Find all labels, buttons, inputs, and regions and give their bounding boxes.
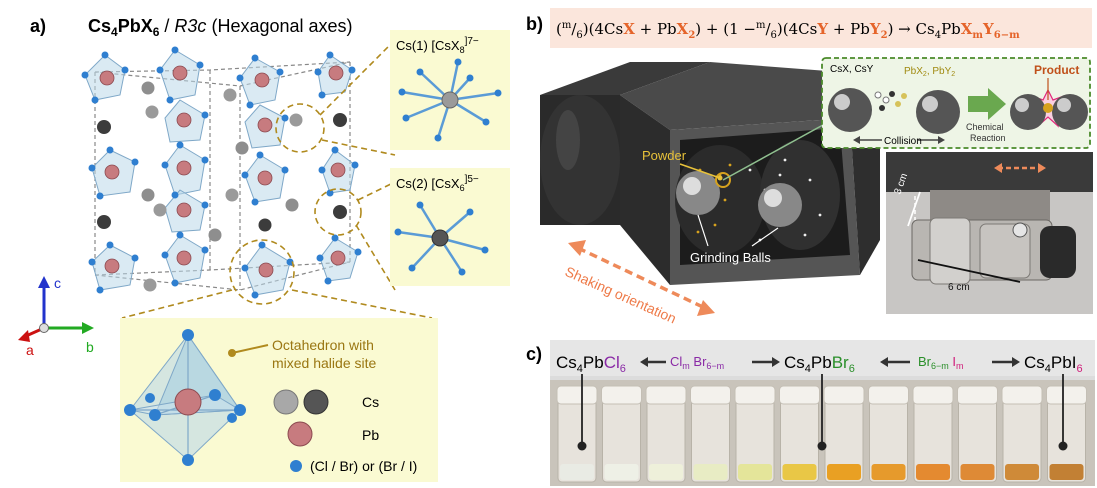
octahedron-inset: Octahedron with mixed halide site Cs Pb … bbox=[120, 318, 438, 482]
collision-label: Collision bbox=[884, 136, 922, 147]
halide-atoms bbox=[81, 46, 362, 299]
vial-cap bbox=[1001, 385, 1043, 405]
vial-cap bbox=[556, 385, 598, 405]
axis-c-label: c bbox=[54, 275, 61, 291]
legend-cs: Cs bbox=[362, 394, 379, 410]
panel-b-label: b) bbox=[526, 14, 543, 34]
vial-powder bbox=[782, 464, 817, 480]
chem-label-1: Chemical bbox=[966, 122, 1004, 132]
grinding-ball-left bbox=[676, 171, 720, 215]
reactant-csx-label: CsX, CsY bbox=[830, 64, 874, 75]
octa-label-line1: Octahedron with bbox=[272, 337, 374, 353]
vial-powder bbox=[960, 464, 995, 480]
equation: (m/6)(4CsX + PbX2) + (1 −m/6)(4CsY + PbY… bbox=[556, 20, 1020, 41]
pb-atoms bbox=[99, 65, 346, 278]
vial-cap bbox=[823, 385, 865, 405]
panel-c: c) Cs4PbCl6 Clm Br6−m Cs4PbBr6 Br6−m Im … bbox=[520, 338, 1097, 488]
vial-cap bbox=[645, 385, 687, 405]
vial-cap bbox=[957, 385, 998, 405]
cs-atoms bbox=[97, 81, 347, 292]
vial-row bbox=[556, 385, 1087, 483]
vial-cap bbox=[690, 385, 731, 405]
cs4pbbr6-label: Cs4PbBr6 bbox=[784, 353, 855, 375]
vial-pointers bbox=[577, 374, 1068, 451]
arrow-cl-br: Clm Br6−m bbox=[640, 354, 780, 371]
reactant-pbx-label: PbX2, PbY2 bbox=[904, 66, 955, 78]
octa-label-line2: mixed halide site bbox=[272, 355, 376, 371]
reaction-inset: CsX, CsY PbX2, PbY2 Collision Chemical R… bbox=[821, 57, 1091, 149]
chem-label-2: Reaction bbox=[970, 133, 1006, 143]
vial-powder bbox=[693, 464, 728, 480]
vial-powder bbox=[738, 464, 772, 480]
cs1-box: Cs(1) [CsX8]7− bbox=[390, 30, 510, 150]
vial-cap bbox=[1046, 385, 1087, 405]
axes-triad: c a b bbox=[18, 275, 94, 358]
legend-pb: Pb bbox=[362, 427, 379, 443]
axis-b-label: b bbox=[86, 339, 94, 355]
axis-a-label: a bbox=[26, 342, 34, 358]
grinding-ball-right bbox=[758, 183, 802, 227]
powder-label: Powder bbox=[642, 148, 687, 163]
panel-b: b) (m/6)(4CsX + PbX2) + (1 −m/6)(4CsY + … bbox=[520, 0, 1097, 340]
cs1-label: Cs(1) [CsX8]7− bbox=[396, 36, 479, 55]
panel-a-label: a) bbox=[30, 16, 46, 36]
cs2-label: Cs(2) [CsX6]5− bbox=[396, 174, 479, 193]
product-label: Product bbox=[1034, 63, 1079, 77]
arrow-br-i: Br6−m Im bbox=[880, 354, 1020, 371]
vial-powder bbox=[871, 464, 906, 480]
vial-powder bbox=[1005, 464, 1039, 480]
cs4pbi6-label: Cs4PbI6 bbox=[1024, 353, 1083, 375]
vial-powder bbox=[827, 464, 861, 480]
vial-powder bbox=[649, 464, 683, 480]
mix-cl-br-label: Clm Br6−m bbox=[670, 354, 724, 371]
vial-cap bbox=[601, 385, 642, 405]
vial-powder bbox=[560, 464, 594, 480]
mix-br-i-label: Br6−m Im bbox=[918, 354, 964, 371]
legend-halide: (Cl / Br) or (Br / I) bbox=[310, 458, 417, 474]
cs4pbcl6-label: Cs4PbCl6 bbox=[556, 353, 626, 375]
site-highlights bbox=[121, 39, 433, 319]
grinding-balls-label: Grinding Balls bbox=[690, 250, 771, 265]
cs2-box: Cs(2) [CsX6]5− bbox=[390, 168, 510, 286]
panel-a-title: Cs4PbX6 / R3c (Hexagonal axes) bbox=[88, 16, 353, 39]
vial-powder bbox=[604, 464, 639, 480]
vial-cap bbox=[734, 385, 776, 405]
vial-cap bbox=[779, 385, 820, 405]
vial-powder bbox=[916, 464, 950, 480]
dim-6cm: 6 cm bbox=[948, 282, 970, 293]
vial-cap bbox=[912, 385, 954, 405]
vial-powder bbox=[1049, 464, 1084, 480]
vial-cap bbox=[868, 385, 909, 405]
panel-c-label: c) bbox=[526, 344, 542, 364]
panel-a: a) Cs4PbX6 / R3c (Hexagonal axes) bbox=[0, 0, 520, 488]
jar-photo: 3 cm 6 cm bbox=[886, 152, 1093, 314]
